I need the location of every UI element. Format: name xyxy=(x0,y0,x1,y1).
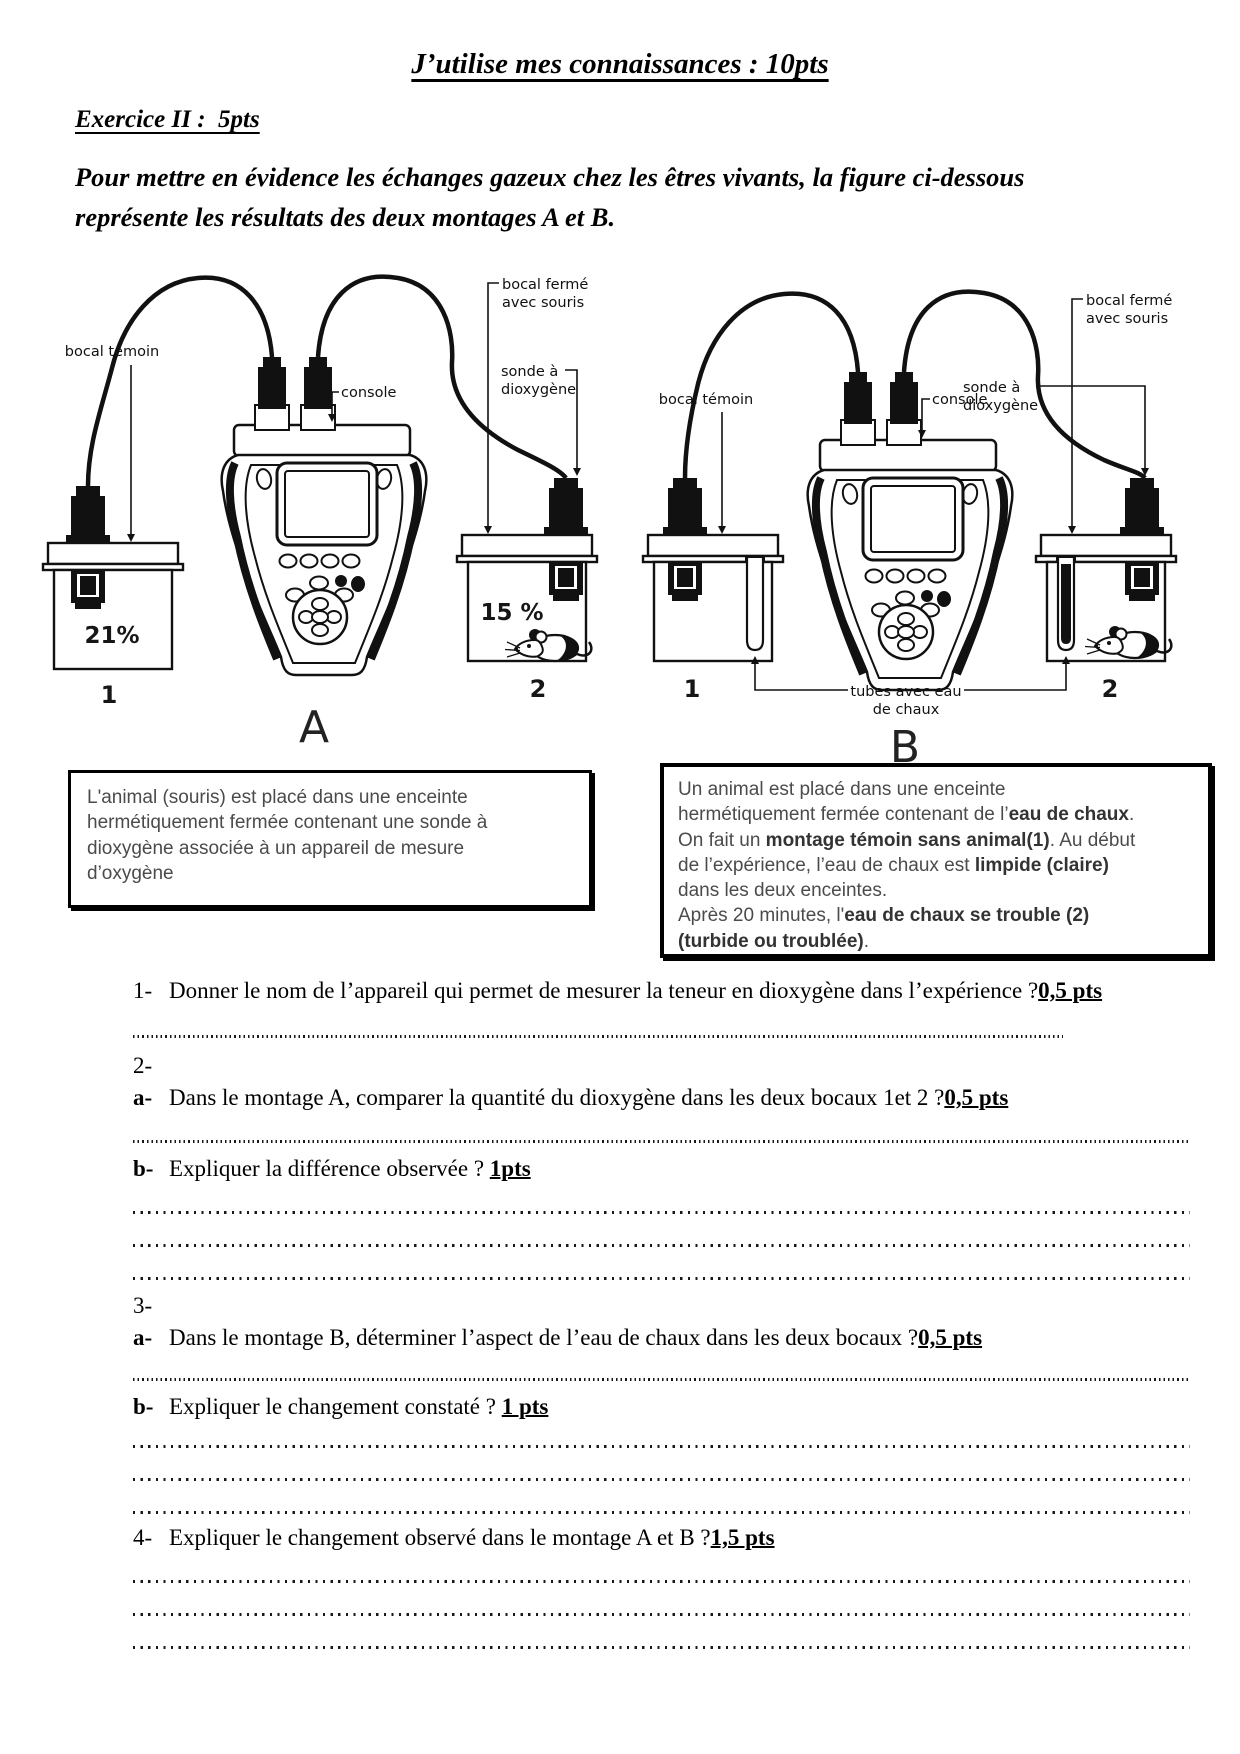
console-device-a xyxy=(222,357,427,675)
question-text: Expliquer la différence observée ? xyxy=(169,1156,490,1181)
question-number: b- xyxy=(133,1156,154,1181)
jar-temoin-a xyxy=(41,541,185,671)
question-text: Dans le montage A, comparer la quantité … xyxy=(169,1085,945,1110)
o2-value-jar2-a: 15 % xyxy=(480,600,543,626)
montages-diagram: 21% 15 % 1 2 A bocal témoin console boca… xyxy=(41,274,1178,770)
jar2-number-a: 2 xyxy=(530,675,547,703)
answer-dots xyxy=(133,1478,1190,1481)
answer-dots xyxy=(133,1277,1190,1280)
page-title: J’utilise mes connaissances : 10pts xyxy=(411,48,829,80)
answer-dots xyxy=(133,1244,1190,1247)
exercise-heading: Exercice II : 5pts xyxy=(75,106,260,133)
tubes-label: tubes avec eau xyxy=(850,684,961,700)
cable-right-b xyxy=(901,289,1147,480)
points-badge: 0,5 pts xyxy=(1038,978,1103,1003)
svg-text:dioxygène: dioxygène xyxy=(963,398,1038,414)
question-3b: b- Expliquer le changement constaté ? 1 p… xyxy=(133,1391,1190,1423)
answer-dots xyxy=(133,1445,1190,1448)
o2-probe-icon xyxy=(663,478,707,535)
tube-eau-de-chaux-1 xyxy=(743,554,767,652)
bocal-temoin-label-b: bocal témoin xyxy=(659,392,753,408)
o2-probe-icon xyxy=(66,486,110,543)
svg-text:de chaux: de chaux xyxy=(873,702,940,718)
question-2: 2- xyxy=(133,1050,1190,1082)
points-badge: 1 pts xyxy=(501,1394,549,1419)
question-4: 4- Expliquer le changement observé dans l… xyxy=(133,1522,1190,1554)
bocal-ferme-label-a: bocal fermé xyxy=(502,277,588,293)
points-badge: 1pts xyxy=(489,1156,531,1181)
answer-dots xyxy=(133,1035,1064,1038)
jar2-number-b: 2 xyxy=(1102,675,1119,703)
question-number: 2- xyxy=(133,1053,153,1078)
o2-probe-icon xyxy=(1120,478,1164,535)
montage-a: 21% 15 % 1 2 A bocal témoin console boca… xyxy=(41,274,599,753)
montage-a-letter: A xyxy=(299,702,329,753)
answer-dots xyxy=(133,1613,1190,1616)
question-1: 1- Donner le nom de l’appareil qui permet… xyxy=(133,975,1190,1007)
cable-left-b xyxy=(682,291,861,479)
question-number: a- xyxy=(133,1085,153,1110)
intro-paragraph: Pour mettre en évidence les échanges gaz… xyxy=(75,162,1025,232)
answer-dots xyxy=(133,1211,1190,1214)
montage-b: 1 2 B bocal témoin console bocal fermé a… xyxy=(641,289,1178,770)
jar1-number-a: 1 xyxy=(101,681,118,709)
question-text: Expliquer le changement observé dans le … xyxy=(169,1525,711,1550)
tube-eau-de-chaux-2 xyxy=(1056,556,1076,652)
points-badge: 0,5 pts xyxy=(918,1325,983,1350)
points-badge: 1,5 pts xyxy=(710,1525,775,1550)
jar1-number-b: 1 xyxy=(684,675,701,703)
console-label-a: console xyxy=(341,385,396,401)
answer-dots xyxy=(133,1140,1190,1143)
question-number: 4- xyxy=(133,1525,153,1550)
bocal-temoin-label-a: bocal témoin xyxy=(65,344,159,360)
question-text: Dans le montage B, déterminer l’aspect d… xyxy=(169,1325,919,1350)
svg-text:dioxygène: dioxygène xyxy=(501,382,576,398)
question-2a: a- Dans le montage A, comparer la quantit… xyxy=(133,1082,1190,1114)
question-3: 3- xyxy=(133,1290,1190,1322)
question-3a: a- Dans le montage B, déterminer l’aspect… xyxy=(133,1322,1190,1354)
sonde-label-a: sonde à xyxy=(501,364,558,380)
question-2b: b- Expliquer la différence observée ? 1pt… xyxy=(133,1153,1190,1185)
answer-dots xyxy=(133,1378,1190,1381)
question-text: Expliquer le changement constaté ? xyxy=(169,1394,502,1419)
cable-left-a xyxy=(85,275,275,487)
points-badge: 0,5 pts xyxy=(944,1085,1009,1110)
question-number: 1- xyxy=(133,978,153,1003)
montage-b-letter: B xyxy=(890,722,920,770)
answer-dots xyxy=(133,1511,1190,1514)
o2-probe-icon xyxy=(544,478,588,535)
answer-dots xyxy=(133,1580,1190,1583)
svg-text:avec souris: avec souris xyxy=(1086,311,1168,327)
questions-section: 1- Donner le nom de l’appareil qui permet… xyxy=(133,975,1190,1649)
answer-dots xyxy=(133,1646,1190,1649)
console-label-b: console xyxy=(932,392,987,408)
console-device-b xyxy=(808,372,1013,690)
info-box-montage-a: L'animal (souris) est placé dans une enc… xyxy=(68,770,592,908)
o2-value-jar1-a: 21% xyxy=(84,623,139,649)
svg-text:avec souris: avec souris xyxy=(502,295,584,311)
question-number: b- xyxy=(133,1394,154,1419)
question-number: 3- xyxy=(133,1293,153,1318)
info-box-montage-b: Un animal est placé dans une enceinte he… xyxy=(660,763,1212,958)
bocal-ferme-label-b: bocal fermé xyxy=(1086,293,1172,309)
question-number: a- xyxy=(133,1325,153,1350)
question-text: Donner le nom de l’appareil qui permet d… xyxy=(169,978,1039,1003)
cable-right-a xyxy=(315,274,568,480)
sonde-label-b: sonde à xyxy=(963,380,1020,396)
